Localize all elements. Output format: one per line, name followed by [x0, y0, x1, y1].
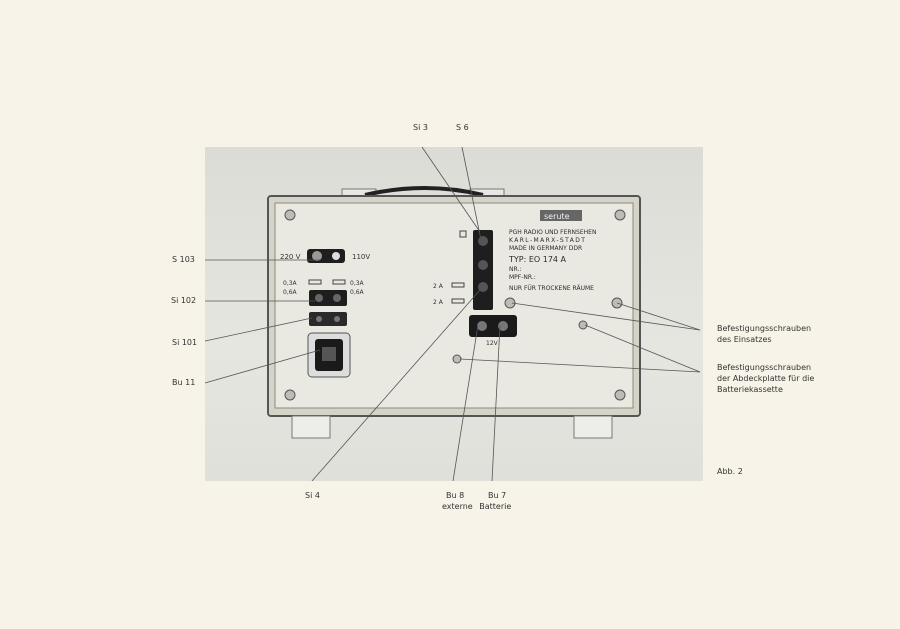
callout-bu8: Bu 8 [446, 491, 465, 500]
voltage-right-label: 110V [352, 253, 370, 261]
voltage-left-label: 220 V [280, 253, 301, 261]
batterie-text: Batterie [479, 502, 512, 511]
befestigung-einsatz-line-1: Befestigungsschrauben [717, 324, 812, 333]
fuse-left-top-label: 0,3A [283, 280, 298, 287]
befestigung-abdeckplatte-line-1: Befestigungsschrauben [717, 363, 812, 372]
fuse-right-bottom-label: 0,6A [350, 289, 365, 296]
mpf-label: MPF-NR.: [509, 274, 536, 281]
callout-befestigung-einsatz: Befestigungsschrauben des Einsatzes [717, 323, 811, 345]
befestigung-einsatz-line-2: des Einsatzes [717, 335, 772, 344]
callout-s103: S 103 [172, 255, 195, 264]
callout-si4: Si 4 [305, 491, 320, 500]
battery-voltage-label: 12V [486, 340, 499, 347]
callout-si102: Si 102 [171, 296, 197, 305]
callout-befestigung-abdeckplatte: Befestigungsschrauben der Abdeckplatte f… [717, 362, 814, 395]
maker-line-1: PGH RADIO UND FERNSEHEN [509, 229, 596, 236]
fuse-left-bottom-label: 0,6A [283, 289, 298, 296]
callout-si3: Si 3 [413, 123, 428, 132]
maker-line-3: MADE IN GERMANY DDR [509, 245, 582, 252]
callout-s6: S 6 [456, 123, 469, 132]
type-label: TYP: EO 174 A [508, 255, 567, 264]
warning-label: NUR FÜR TROCKENE RÄUME [509, 285, 594, 292]
callout-si101: Si 101 [172, 338, 198, 347]
fuse-right-top-label: 0,3A [350, 280, 365, 287]
befestigung-abdeckplatte-line-2: der Abdeckplatte für die [717, 374, 815, 383]
maker-line-2: KARL-MARX-STADT [509, 237, 586, 244]
fuse-2a-top-label: 2 A [433, 283, 444, 290]
nr-label: NR.: [509, 266, 521, 273]
fuse-2a-bottom-label: 2 A [433, 299, 444, 306]
callout-bu11: Bu 11 [172, 378, 196, 387]
brand-badge: serute [544, 212, 570, 221]
callout-externe-batterie: externe Batterie [442, 501, 511, 512]
callout-bu7: Bu 7 [488, 491, 507, 500]
befestigung-abdeckplatte-line-3: Batteriekassette [717, 385, 783, 394]
externe-text: externe [442, 502, 473, 511]
figure-label: Abb. 2 [717, 467, 743, 476]
device-illustration: 220 V 110V 0,3A 0,6A 0,3A 0,6A [267, 186, 641, 439]
device-photo: 220 V 110V 0,3A 0,6A 0,3A 0,6A [205, 147, 703, 481]
